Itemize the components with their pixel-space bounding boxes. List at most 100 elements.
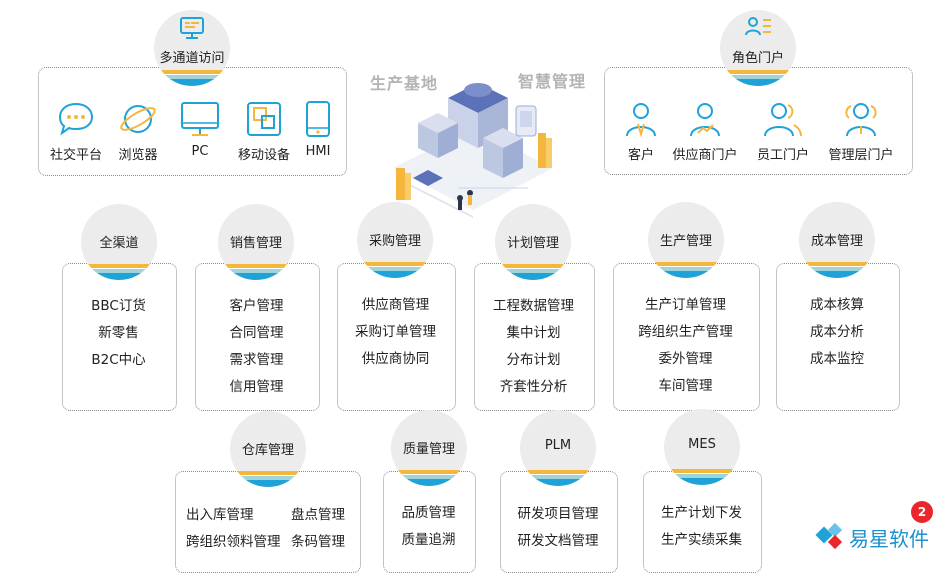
role-item-label: 员工门户 [756, 148, 809, 163]
module-production-box [613, 263, 760, 411]
module-mes-badge: MES [664, 409, 740, 485]
module-omnichannel-box [62, 263, 177, 411]
channel-access-title: 多通道访问 [159, 51, 225, 66]
module-cost-list: 成本核算 成本分析 成本监控 [776, 292, 898, 373]
module-quality-badge: 质量管理 [391, 410, 467, 486]
module-title: 计划管理 [506, 236, 559, 251]
supplier-icon [690, 103, 720, 137]
module-item[interactable]: 齐套性分析 [499, 379, 568, 395]
module-omnichannel-list: BBC订货 新零售 B2C中心 [62, 293, 175, 374]
module-item[interactable]: 盘点管理 [291, 507, 345, 523]
module-title: 采购管理 [368, 234, 421, 249]
module-item[interactable]: 合同管理 [229, 325, 284, 341]
module-item[interactable]: 品质管理 [401, 505, 456, 521]
channel-item-mobile[interactable]: 移动设备 [229, 100, 299, 163]
module-plm-list: 研发项目管理 研发文档管理 [500, 501, 616, 555]
module-item[interactable]: 客户管理 [229, 298, 284, 314]
brand-diamond-icon [815, 522, 843, 550]
channel-item-social[interactable]: 社交平台 [41, 100, 111, 163]
module-warehouse-badge: 仓库管理 [230, 411, 306, 487]
module-title: 质量管理 [402, 442, 455, 457]
module-sales-box [195, 263, 320, 411]
module-item[interactable]: 车间管理 [658, 378, 713, 394]
module-item[interactable]: 跨组织领料管理 [186, 534, 281, 550]
employee-icon [764, 103, 802, 137]
module-title: 销售管理 [229, 236, 282, 251]
module-item[interactable]: 质量追溯 [401, 532, 456, 548]
module-production-list: 生产订单管理 跨组织生产管理 委外管理 车间管理 [613, 292, 758, 400]
module-item[interactable]: 研发文档管理 [517, 533, 599, 549]
module-planning-box [474, 263, 595, 411]
management-icon [845, 103, 877, 137]
module-item[interactable]: 成本核算 [810, 297, 864, 313]
channel-item-label: 浏览器 [118, 148, 158, 163]
role-item-management[interactable]: 管理层门户 [826, 100, 896, 163]
module-title: PLM [544, 438, 572, 453]
channel-item-label: PC [191, 144, 209, 159]
role-portal-title: 角色门户 [731, 51, 784, 66]
chat-bubble-icon [58, 102, 94, 136]
heading-smart-management: 智慧管理 [518, 72, 587, 91]
module-title: 仓库管理 [241, 443, 294, 458]
module-quality-list: 品质管理 质量追溯 [383, 500, 474, 554]
channel-item-browser[interactable]: 浏览器 [103, 100, 173, 163]
module-item[interactable]: 供应商管理 [361, 297, 430, 313]
module-purchase-badge: 采购管理 [357, 202, 433, 278]
monitor-icon [180, 17, 204, 39]
module-item[interactable]: 需求管理 [229, 352, 284, 368]
module-item[interactable]: 研发项目管理 [517, 506, 599, 522]
module-title: 全渠道 [99, 236, 139, 251]
channel-item-pc[interactable]: PC [165, 100, 235, 159]
module-planning-list: 工程数据管理 集中计划 分布计划 齐套性分析 [474, 293, 593, 401]
module-purchase-list: 供应商管理 采购订单管理 供应商协同 [337, 292, 454, 373]
isometric-factory-illustration [393, 83, 553, 218]
role-item-label: 管理层门户 [828, 148, 894, 163]
module-planning-badge: 计划管理 [495, 204, 571, 280]
channel-access-badge: 多通道访问 [154, 10, 230, 86]
module-cost-box [776, 263, 900, 411]
module-mes-list: 生产计划下发 生产实绩采集 [643, 500, 760, 554]
module-title: MES [688, 437, 716, 452]
channel-item-hmi[interactable]: HMI [283, 100, 353, 159]
brand-logo[interactable]: 易星软件 [812, 518, 937, 554]
module-sales-list: 客户管理 合同管理 需求管理 信用管理 [195, 293, 318, 401]
module-item[interactable]: 新零售 [98, 325, 139, 341]
module-item[interactable]: 委外管理 [658, 351, 713, 367]
role-portal-badge: 角色门户 [720, 10, 796, 86]
module-item[interactable]: 生产实绩采集 [661, 532, 742, 548]
module-item[interactable]: 生产订单管理 [645, 297, 726, 313]
module-item[interactable]: 条码管理 [291, 534, 345, 550]
browser-planet-icon [120, 105, 156, 133]
module-title: 生产管理 [659, 234, 712, 249]
role-item-customer[interactable]: 客户 [606, 100, 676, 163]
module-omnichannel-badge: 全渠道 [81, 204, 157, 280]
module-item[interactable]: 工程数据管理 [493, 298, 574, 314]
module-item[interactable]: 供应商协同 [361, 351, 430, 367]
module-item[interactable]: 采购订单管理 [355, 324, 436, 340]
mobile-device-icon [247, 102, 281, 136]
module-item[interactable]: 集中计划 [506, 325, 561, 341]
module-item[interactable]: 出入库管理 [186, 507, 254, 523]
module-item[interactable]: B2C中心 [91, 352, 146, 368]
module-item[interactable]: 成本分析 [810, 324, 864, 340]
module-item[interactable]: 跨组织生产管理 [638, 324, 733, 340]
role-item-supplier[interactable]: 供应商门户 [670, 100, 740, 163]
brand-name: 易星软件 [849, 527, 929, 551]
module-item[interactable]: 信用管理 [229, 379, 284, 395]
module-title: 成本管理 [810, 234, 863, 249]
notification-badge[interactable]: 2 [911, 501, 933, 523]
role-item-employee[interactable]: 员工门户 [748, 100, 818, 163]
module-item[interactable]: 分布计划 [506, 352, 561, 368]
module-warehouse-col-left: 出入库管理 跨组织领料管理 [186, 502, 281, 556]
heading-production-base: 生产基地 [370, 74, 439, 93]
customer-icon [626, 103, 656, 138]
module-purchase-box [337, 263, 456, 411]
module-warehouse-col-right: 盘点管理 条码管理 [291, 502, 345, 556]
module-production-badge: 生产管理 [648, 202, 724, 278]
module-item[interactable]: BBC订货 [91, 298, 146, 314]
module-item[interactable]: 生产计划下发 [661, 505, 742, 521]
module-item[interactable]: 成本监控 [810, 351, 864, 367]
channel-item-label: HMI [305, 144, 331, 159]
module-plm-badge: PLM [520, 410, 596, 486]
module-cost-badge: 成本管理 [799, 202, 875, 278]
